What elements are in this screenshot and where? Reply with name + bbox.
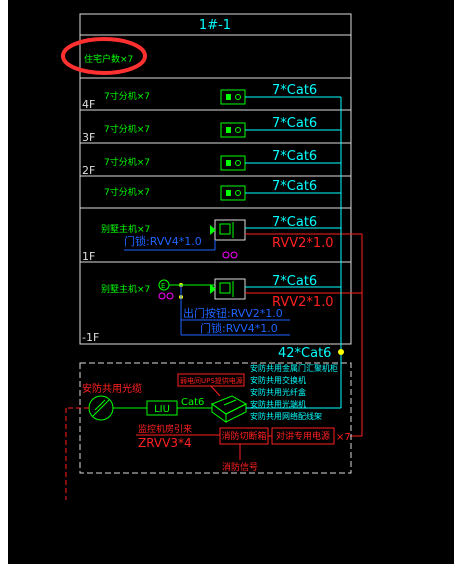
fire-signal-label: 消防信号 (222, 461, 258, 473)
indoor-unit-row-2f: 7寸分机×7 7*Cat6 (104, 149, 341, 171)
cabinet-item: 安防共用光纤盒 (250, 387, 306, 397)
power-box (271, 427, 335, 445)
building-frame (79, 13, 352, 345)
villa-host-label: 别墅主机×7 (101, 223, 150, 235)
rvv-label: RVV2*1.0 (272, 236, 334, 251)
indoor-unit-button (235, 190, 241, 196)
indoor-unit-label: 7寸分机×7 (104, 156, 150, 168)
households-label: 住宅户数×7 (84, 53, 133, 65)
lock-icon (222, 251, 230, 259)
highlight-circle (61, 37, 147, 75)
cat6-small-label: Cat6 (181, 397, 204, 408)
fiber-reel-detail (92, 399, 110, 417)
fire-cut-label: 消防切断箱 (221, 430, 266, 442)
cable-label: 7*Cat6 (272, 179, 317, 194)
liu-label: LIU (154, 404, 170, 415)
lock-label: 门锁:RVV4*1.0 (200, 321, 278, 335)
lock-icon (158, 292, 166, 300)
floor-label-2f: 2F (82, 164, 95, 177)
cabinet-item: 安防共用交换机 (250, 375, 306, 385)
cable-label: 7*Cat6 (272, 83, 317, 98)
arrow-icon (210, 225, 216, 235)
indoor-unit-screen (226, 94, 231, 100)
cabinet-item: 安防共用金属门汇聚机柜 (250, 363, 338, 373)
power-box-label: 对讲专用电源 (276, 430, 330, 442)
exit-button-label: 出门按钮:RVV2*1.0 (183, 306, 283, 320)
trunk-junction (338, 349, 344, 355)
villa-host-screen (219, 223, 231, 235)
floor-label-4f: 4F (82, 98, 95, 111)
ups-label: 弱电间UPS提供电源 (180, 376, 243, 385)
cabinet-item: 安防共用光端机 (250, 399, 306, 409)
cabinet-item: 安防共用网络配线架 (250, 411, 322, 421)
floor-label-1f: 1F (82, 250, 95, 263)
villa-host-row-b1: 别墅主机×7 E 7*Cat6 RVV2*1.0 出门按钮:RVV2*1.0 门… (101, 274, 362, 336)
power-box-count: ×7 (336, 432, 351, 443)
indoor-unit-screen (226, 160, 231, 166)
lock-icon (166, 292, 174, 300)
equipment-box (79, 362, 352, 474)
villa-host-screen (219, 282, 231, 294)
fiber-label: 安防共用光缆 (82, 382, 142, 395)
lock-label: 门锁:RVV4*1.0 (124, 234, 202, 248)
cable-label: 7*Cat6 (272, 149, 317, 164)
monitor-line-label: 监控机房引来 (138, 423, 192, 435)
indoor-unit-screen (226, 127, 231, 133)
switch-icon (210, 395, 248, 423)
indoor-unit-row-3f: 7寸分机×7 7*Cat6 (104, 116, 341, 138)
villa-host-label: 别墅主机×7 (101, 283, 150, 295)
switch-front (225, 403, 247, 423)
cabinet-items: 安防共用金属门汇聚机柜 安防共用交换机 安防共用光纤盒 安防共用光端机 安防共用… (250, 363, 338, 421)
trunk-label: 42*Cat6 (278, 346, 331, 361)
lock-icon (230, 251, 238, 259)
zrvv-label: ZRVV3*4 (138, 436, 192, 450)
cable-label: 7*Cat6 (272, 215, 317, 230)
ups-leader (210, 385, 221, 397)
cable-label: 7*Cat6 (272, 116, 317, 131)
villa-host-row-1f: 别墅主机×7 7*Cat6 RVV2*1.0 门锁:RVV4*1.0 (101, 215, 362, 259)
switch-detail (223, 399, 237, 406)
indoor-unit-row-4f: 7寸分机×7 7*Cat6 (104, 83, 341, 105)
indoor-unit-row-2f-lower: 7寸分机×7 7*Cat6 (104, 179, 341, 201)
indoor-unit-button (235, 160, 241, 166)
building-title: 1#-1 (199, 18, 231, 33)
fiber-reel-detail (94, 399, 106, 411)
floor-label-b1: -1F (82, 331, 99, 344)
indoor-unit-button (235, 127, 241, 133)
arrow-icon (210, 284, 216, 294)
indoor-unit-screen (226, 190, 231, 196)
exit-button-glyph: E (161, 282, 165, 290)
floor-label-3f: 3F (82, 131, 95, 144)
indoor-unit-label: 7寸分机×7 (104, 123, 150, 135)
indoor-unit-label: 7寸分机×7 (104, 186, 150, 198)
indoor-unit-button (235, 94, 241, 100)
cable-label: 7*Cat6 (272, 274, 317, 289)
drawing-background (8, 0, 454, 564)
indoor-unit-label: 7寸分机×7 (104, 90, 150, 102)
rvv-label: RVV2*1.0 (272, 295, 334, 310)
